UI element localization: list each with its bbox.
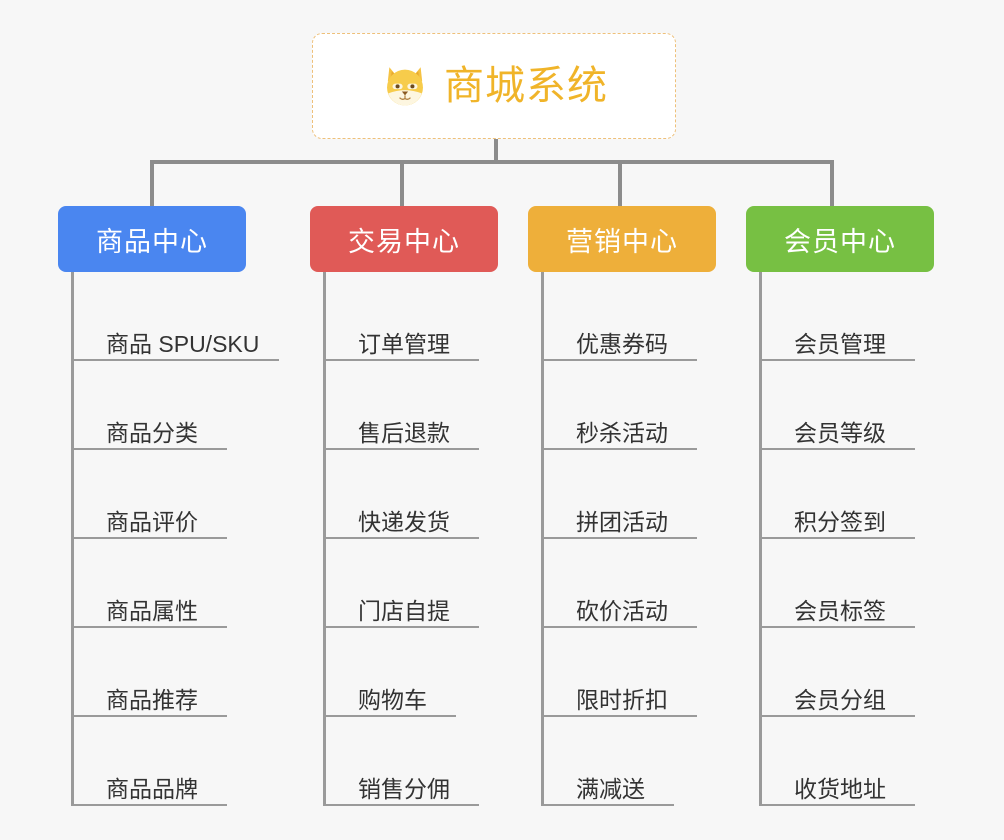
leaf-item[interactable]: 商品属性: [74, 539, 246, 628]
root-title: 商城系统: [444, 64, 608, 108]
leaf-label: 购物车: [358, 686, 427, 713]
category-label: 商品中心: [96, 226, 208, 257]
leaf-item[interactable]: 商品推荐: [74, 628, 246, 717]
leaf-item[interactable]: 会员管理: [762, 272, 934, 361]
leaf-label: 会员分组: [794, 686, 886, 713]
connector-root-stem: [494, 139, 498, 163]
leaf-label: 订单管理: [358, 330, 450, 357]
leaf-label: 满减送: [576, 775, 645, 802]
category-label: 营销中心: [566, 226, 678, 257]
leaf-label: 商品推荐: [106, 686, 198, 713]
category-header-trade-center[interactable]: 交易中心: [310, 206, 498, 272]
leaf-label: 商品品牌: [106, 775, 198, 802]
leaf-list-product-center: 商品 SPU/SKU 商品分类 商品评价 商品属性 商品推荐 商品品牌: [71, 272, 279, 806]
leaf-list-trade-center: 订单管理 售后退款 快递发货 门店自提 购物车 销售分佣: [323, 272, 498, 806]
leaf-label: 商品 SPU/SKU: [106, 330, 260, 357]
leaf-item[interactable]: 会员标签: [762, 539, 934, 628]
leaf-item[interactable]: 限时折扣: [544, 628, 716, 717]
category-label: 交易中心: [348, 226, 460, 257]
connector-drop-marketing-center: [618, 160, 622, 208]
leaf-label: 快递发货: [358, 508, 450, 535]
connector-horizontal-bus: [150, 160, 834, 164]
leaf-label: 会员等级: [794, 419, 886, 446]
leaf-item[interactable]: 积分签到: [762, 450, 934, 539]
leaf-item[interactable]: 收货地址: [762, 717, 934, 806]
leaf-item[interactable]: 快递发货: [326, 450, 498, 539]
leaf-label: 商品分类: [106, 419, 198, 446]
leaf-label: 优惠券码: [576, 330, 668, 357]
leaf-label: 积分签到: [794, 508, 886, 535]
leaf-item[interactable]: 商品分类: [74, 361, 246, 450]
column-trade-center: 交易中心 订单管理 售后退款 快递发货 门店自提 购物车: [310, 206, 498, 806]
leaf-label: 拼团活动: [576, 508, 668, 535]
leaf-label: 秒杀活动: [576, 419, 668, 446]
connector-drop-product-center: [150, 160, 154, 208]
column-product-center: 商品中心 商品 SPU/SKU 商品分类 商品评价 商品属性 商品推荐: [58, 206, 279, 806]
leaf-item[interactable]: 优惠券码: [544, 272, 716, 361]
leaf-label: 收货地址: [794, 775, 886, 802]
leaf-item[interactable]: 售后退款: [326, 361, 498, 450]
category-header-marketing-center[interactable]: 营销中心: [528, 206, 716, 272]
leaf-label: 砍价活动: [576, 597, 668, 624]
leaf-item[interactable]: 订单管理: [326, 272, 498, 361]
leaf-list-member-center: 会员管理 会员等级 积分签到 会员标签 会员分组 收货地址: [759, 272, 934, 806]
leaf-item[interactable]: 会员等级: [762, 361, 934, 450]
leaf-item[interactable]: 购物车: [326, 628, 498, 717]
dog-face-icon: [380, 61, 430, 111]
connector-drop-member-center: [830, 160, 834, 208]
leaf-item[interactable]: 商品评价: [74, 450, 246, 539]
leaf-label: 售后退款: [358, 419, 450, 446]
column-marketing-center: 营销中心 优惠券码 秒杀活动 拼团活动 砍价活动 限时折扣: [528, 206, 716, 806]
leaf-item[interactable]: 拼团活动: [544, 450, 716, 539]
leaf-list-marketing-center: 优惠券码 秒杀活动 拼团活动 砍价活动 限时折扣 满减送: [541, 272, 716, 806]
leaf-item[interactable]: 秒杀活动: [544, 361, 716, 450]
category-header-product-center[interactable]: 商品中心: [58, 206, 246, 272]
leaf-item[interactable]: 门店自提: [326, 539, 498, 628]
leaf-label: 限时折扣: [576, 686, 668, 713]
leaf-label: 商品属性: [106, 597, 198, 624]
leaf-item[interactable]: 满减送: [544, 717, 716, 806]
leaf-label: 会员标签: [794, 597, 886, 624]
leaf-label: 商品评价: [106, 508, 198, 535]
leaf-item[interactable]: 商品品牌: [74, 717, 246, 806]
connector-drop-trade-center: [400, 160, 404, 208]
category-label: 会员中心: [784, 226, 896, 257]
leaf-label: 会员管理: [794, 330, 886, 357]
root-node[interactable]: 商城系统: [312, 33, 676, 139]
leaf-label: 销售分佣: [358, 775, 450, 802]
column-member-center: 会员中心 会员管理 会员等级 积分签到 会员标签 会员分组: [746, 206, 934, 806]
leaf-label: 门店自提: [358, 597, 450, 624]
leaf-item[interactable]: 砍价活动: [544, 539, 716, 628]
leaf-item[interactable]: 会员分组: [762, 628, 934, 717]
leaf-item[interactable]: 销售分佣: [326, 717, 498, 806]
leaf-item[interactable]: 商品 SPU/SKU: [74, 272, 279, 361]
category-header-member-center[interactable]: 会员中心: [746, 206, 934, 272]
